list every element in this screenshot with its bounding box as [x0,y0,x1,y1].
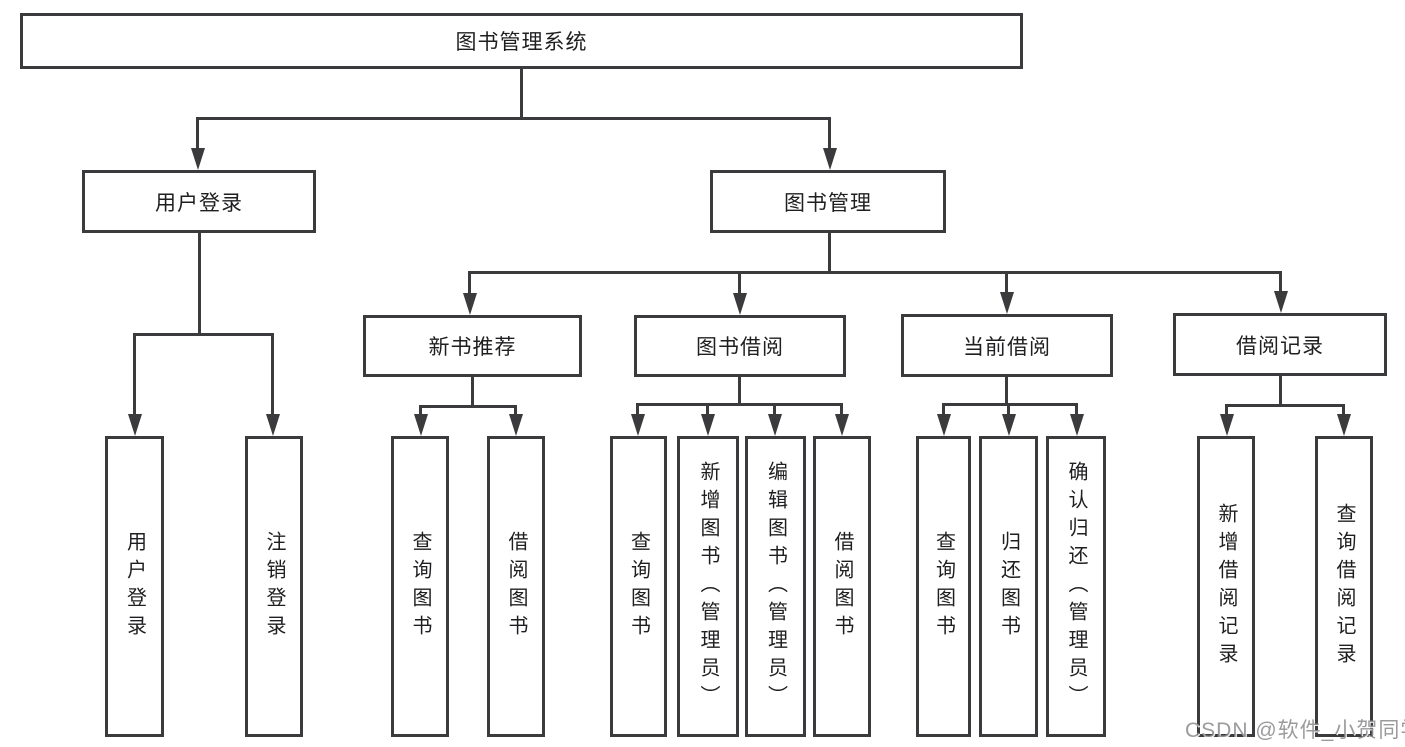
connector-line [271,333,274,416]
arrow-down-icon [701,414,715,436]
leaf-borrow-books-recommend: 借阅图书 [487,436,545,737]
connector-line [738,271,741,298]
arrow-down-icon [1337,414,1351,436]
connector-line [942,403,945,418]
node-book-management: 图书管理 [710,170,946,233]
connector-line [1007,403,1010,418]
leaf-label: 用户登录 [123,530,146,643]
leaf-add-borrow-record: 新增借阅记录 [1197,436,1255,737]
leaf-label: 归还图书 [997,530,1020,643]
connector-line [198,233,201,335]
connector-line [636,403,843,406]
arrow-down-icon [509,414,523,436]
connector-line [133,333,274,336]
connector-line [1342,404,1345,418]
leaf-logout: 注销登录 [245,436,303,737]
connector-line [636,403,639,418]
arrow-down-icon [1070,414,1084,436]
connector-line [471,377,474,408]
connector-line [1075,403,1078,418]
leaf-label: 查询图书 [409,530,431,643]
leaf-label: 查询图书 [932,530,955,643]
arrow-down-icon [1002,414,1016,436]
connector-line [419,405,517,408]
csdn-watermark: CSDN @软件_小贺同学 [1185,719,1405,742]
leaf-query-books-borrowing: 查询图书 [610,436,667,737]
node-borrowing-records: 借阅记录 [1173,313,1387,376]
arrow-down-icon [835,414,849,436]
node-label: 用户登录 [155,191,243,215]
connector-line [196,117,199,152]
leaf-label: 查询借阅记录 [1333,502,1355,671]
leaf-label: 新增图书（管理员） [697,460,719,713]
connector-line [1225,404,1345,407]
node-label: 图书借阅 [696,336,784,359]
connector-line [1279,376,1282,407]
node-label: 新书推荐 [428,336,517,359]
leaf-edit-books-admin: 编辑图书（管理员） [745,436,806,737]
leaf-label: 确认归还（管理员） [1065,460,1087,713]
leaf-query-borrow-record: 查询借阅记录 [1315,436,1373,737]
arrow-down-icon [191,148,205,170]
leaf-label: 新增借阅记录 [1215,502,1237,671]
connector-line [196,117,831,120]
leaf-return-books: 归还图书 [979,436,1038,737]
connector-line [828,233,831,274]
leaf-add-books-admin: 新增图书（管理员） [677,436,739,737]
leaf-query-books-recommend: 查询图书 [391,436,449,737]
node-book-borrowing: 图书借阅 [634,315,846,377]
node-label: 当前借阅 [963,335,1051,359]
connector-line [133,333,136,416]
node-library-management-system: 图书管理系统 [20,13,1023,69]
connector-line [520,69,523,120]
node-new-book-recommendation: 新书推荐 [363,315,582,377]
connector-line [468,271,471,298]
arrow-down-icon [1220,414,1234,436]
leaf-user-login: 用户登录 [105,436,164,737]
connector-line [419,405,422,418]
arrow-down-icon [768,414,782,436]
connector-line [468,271,1282,274]
leaf-label: 注销登录 [263,530,285,643]
connector-line [840,403,843,418]
arrow-down-icon [463,293,477,315]
arrow-down-icon [631,414,645,436]
arrow-down-icon [414,414,428,436]
leaf-query-books-current: 查询图书 [916,436,971,737]
connector-line [1005,377,1008,406]
arrow-down-icon [733,293,747,315]
connector-line [1279,271,1282,298]
leaf-label: 借阅图书 [831,530,853,643]
arrow-down-icon [823,148,837,170]
connector-line [1225,404,1228,418]
connector-line [706,403,709,418]
arrow-down-icon [266,414,280,436]
arrow-down-icon [937,414,951,436]
leaf-label: 编辑图书（管理员） [764,460,787,713]
node-label: 借阅记录 [1236,334,1324,358]
connector-line [942,403,1078,406]
leaf-label: 查询图书 [627,530,650,643]
connector-line [514,405,517,418]
node-label: 图书管理系统 [455,31,588,54]
leaf-borrow-books-borrowing: 借阅图书 [813,436,871,737]
node-current-borrowing: 当前借阅 [901,314,1113,377]
connector-line [828,117,831,152]
connector-line [1005,271,1008,298]
arrow-down-icon [1274,291,1288,313]
node-user-login: 用户登录 [82,170,316,233]
connector-line [773,403,776,418]
leaf-label: 借阅图书 [505,530,527,643]
arrow-down-icon [1000,292,1014,314]
arrow-down-icon [128,414,142,436]
node-label: 图书管理 [784,191,872,215]
connector-line [738,377,741,406]
leaf-confirm-return-admin: 确认归还（管理员） [1046,436,1106,737]
